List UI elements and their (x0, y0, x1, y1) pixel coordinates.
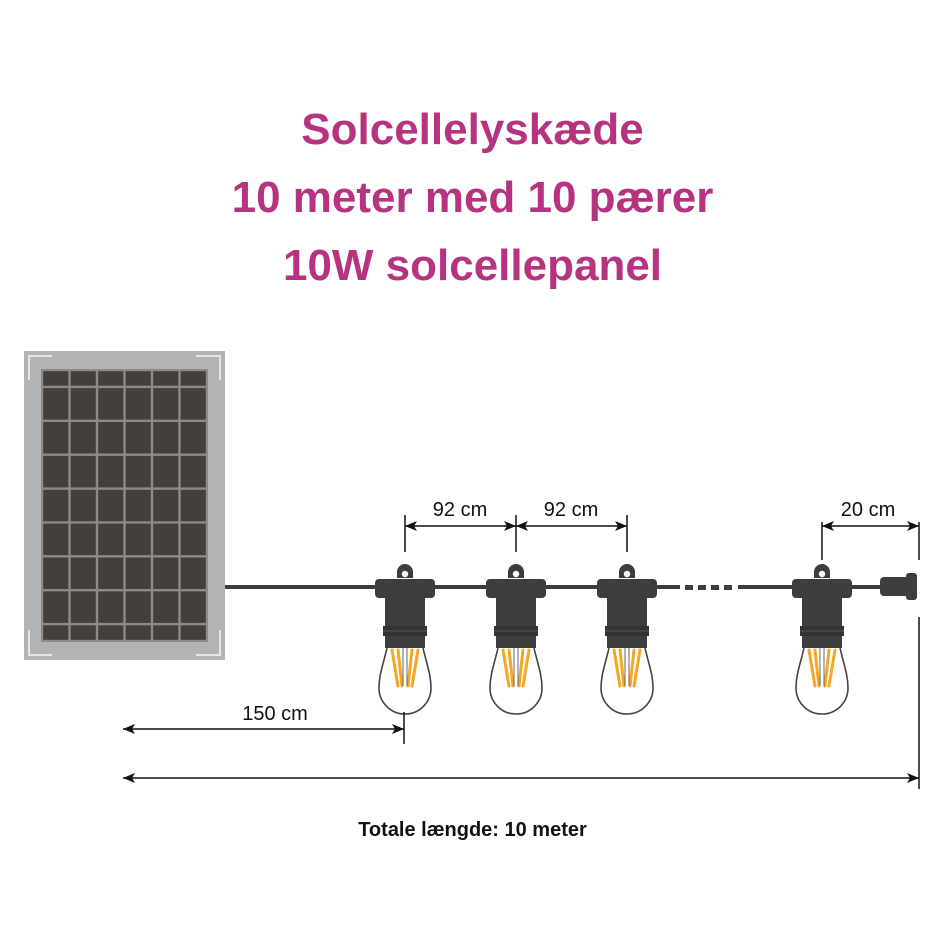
spacing-label-1: 92 cm (433, 499, 487, 521)
bulb-3 (595, 562, 659, 716)
lead-length-label: 150 cm (242, 703, 308, 725)
title-line-1: Solcellelyskæde (301, 105, 644, 154)
dimension-bulb-spacing (404, 515, 628, 552)
spacing-label-2: 92 cm (544, 499, 598, 521)
title-line-2: 10 meter med 10 pærer (231, 173, 714, 222)
total-length-label: Totale længde: 10 meter (358, 819, 587, 841)
end-length-label: 20 cm (841, 499, 895, 521)
bulb-last (790, 562, 854, 716)
dimension-total-length (123, 617, 920, 789)
solar-panel (24, 351, 225, 660)
title-line-3: 10W solcellepanel (282, 241, 663, 290)
bulb-1 (373, 562, 437, 716)
dimension-lead-length (123, 712, 405, 744)
bulb-2 (484, 562, 548, 716)
dimension-end-length (821, 521, 920, 560)
